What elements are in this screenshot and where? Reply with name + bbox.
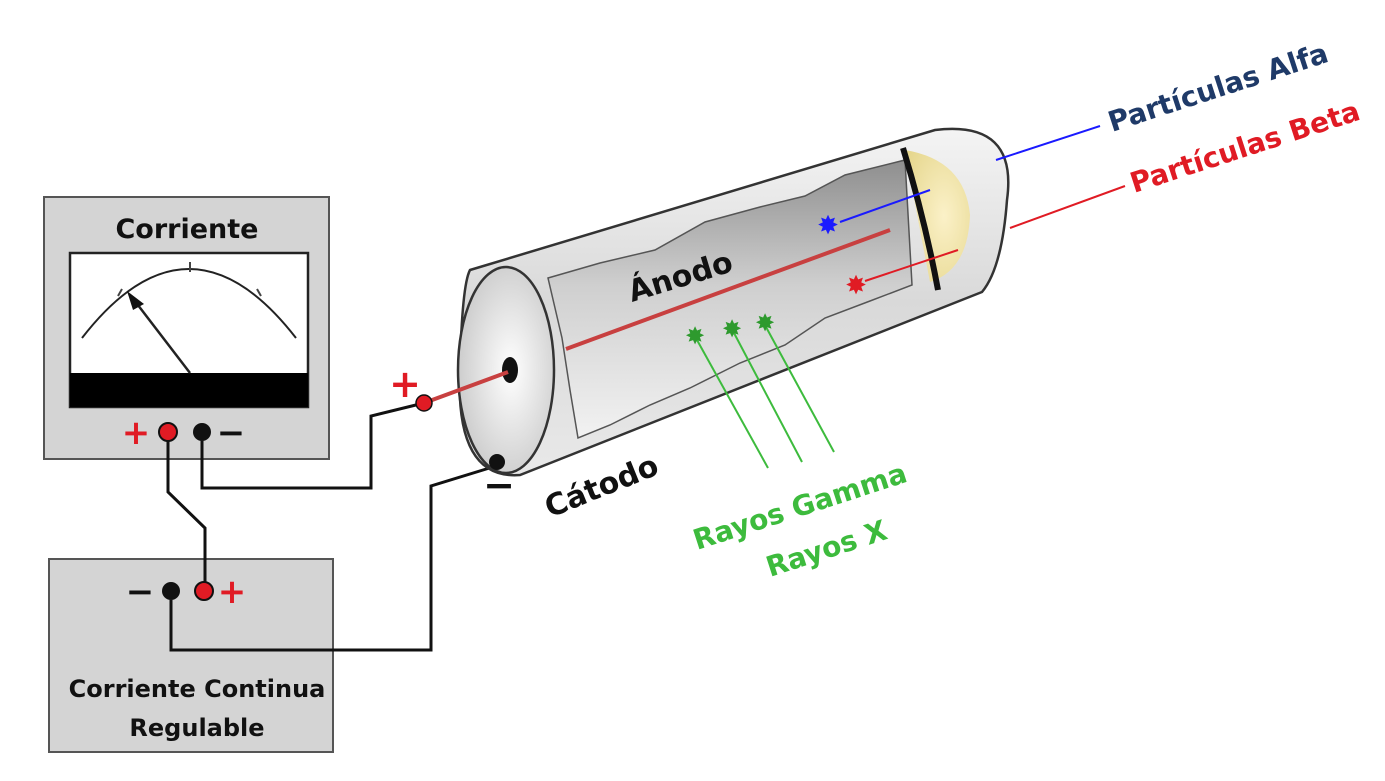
window-ring	[900, 147, 941, 291]
gamma-ionization-icon: ✸	[685, 322, 705, 350]
ammeter-plus-label: +	[122, 413, 151, 453]
anode-wire	[565, 228, 891, 351]
wire-ammeter-to-supply	[166, 441, 207, 582]
beta-line-inside	[864, 249, 959, 282]
power-supply-label-line1: Corriente Continua	[69, 675, 326, 703]
power-supply-minus-label: −	[126, 572, 155, 612]
alpha-line-outside	[995, 125, 1101, 161]
wire-ammeter-to-anode	[200, 401, 425, 490]
anode-plus-sign: +	[389, 362, 421, 406]
gamma-ionization-icon: ✸	[722, 315, 742, 343]
anode-lead	[423, 370, 509, 405]
gamma-line-1	[696, 339, 769, 469]
ammeter-needle-arrow-icon	[127, 291, 144, 310]
wiring	[166, 401, 497, 652]
ammeter-tick	[256, 288, 262, 297]
ammeter-needle	[130, 295, 191, 374]
ammeter-minus-terminal	[193, 423, 211, 441]
power-supply-plus-label: +	[218, 572, 247, 612]
alpha-track: ✸	[817, 125, 1101, 241]
ammeter-dial-base	[70, 373, 308, 407]
cathode-connector	[489, 454, 505, 470]
beta-track: ✸	[845, 185, 1126, 301]
anode-connector	[415, 394, 433, 412]
gamma-ionization-icon: ✸	[755, 309, 775, 337]
tube-cutaway	[547, 159, 913, 440]
wire-supply-to-cathode	[169, 464, 497, 652]
ammeter-tick	[117, 288, 123, 297]
beta-ionization-icon: ✸	[845, 271, 867, 301]
gamma-tracks: ✸ ✸ ✸	[685, 309, 835, 469]
anode-terminal	[502, 357, 518, 383]
gamma-line-2	[733, 332, 803, 463]
gamma-line-3	[765, 326, 835, 453]
ammeter: Corriente + −	[43, 196, 330, 460]
cathode-minus-sign: −	[483, 463, 515, 507]
ammeter-minus-label: −	[217, 413, 246, 453]
power-supply-minus-terminal	[162, 582, 180, 600]
power-supply: − + Corriente Continua Regulable	[48, 558, 334, 753]
ammeter-title: Corriente	[115, 214, 258, 245]
mica-window	[905, 150, 970, 282]
ammeter-plus-terminal	[158, 422, 178, 442]
power-supply-housing	[48, 558, 334, 753]
beta-line-outside	[1009, 185, 1126, 229]
power-supply-label-line2: Regulable	[129, 714, 264, 742]
alpha-ionization-icon: ✸	[817, 211, 839, 241]
alpha-line-inside	[839, 189, 931, 223]
power-supply-plus-terminal	[194, 581, 214, 601]
